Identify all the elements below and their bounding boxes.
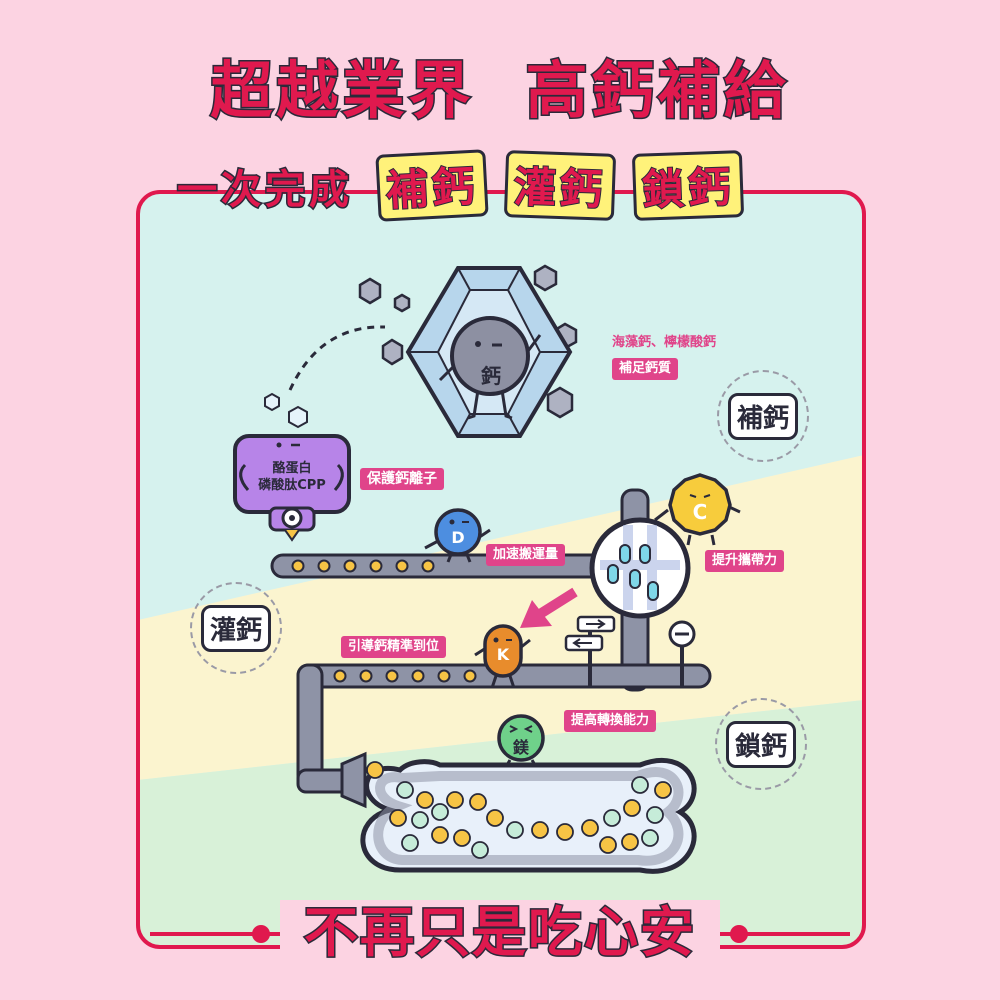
headline-line2: 一次完成 補鈣 灌鈣 鎖鈣 bbox=[0, 149, 960, 222]
tag-mg-convert: 提高轉換能力 bbox=[564, 710, 657, 732]
stage-infuse: 灌鈣 bbox=[190, 582, 282, 674]
cpp-label-line1: 酪蛋白 bbox=[272, 461, 312, 476]
cpp-label: 酪蛋白 磷酸肽CPP bbox=[240, 460, 344, 494]
footer-dot-left bbox=[252, 925, 270, 943]
cpp-label-line2: 磷酸肽CPP bbox=[258, 478, 326, 493]
headline-line1-b: 高鈣補給 bbox=[524, 53, 790, 129]
tag-cpp-protect: 保護鈣離子 bbox=[360, 468, 444, 490]
vitamin-d-label: D bbox=[451, 528, 465, 547]
tag-d-speed: 加速搬運量 bbox=[486, 544, 566, 566]
stage-supplement-label: 補鈣 bbox=[727, 392, 798, 440]
footer-dot-right bbox=[730, 925, 748, 943]
stage-lock: 鎖鈣 bbox=[715, 698, 807, 790]
tag-calcium-sources-sub: 補足鈣質 bbox=[612, 358, 679, 380]
footer-slogan: 不再只是吃心安 bbox=[280, 900, 720, 966]
headline-pill-supplement: 補鈣 bbox=[375, 149, 489, 222]
tag-k-guide: 引導鈣精準到位 bbox=[341, 636, 447, 658]
tag-calcium-sources: 海藻鈣、檸檬酸鈣 bbox=[612, 335, 717, 350]
vitamin-c-label: C bbox=[692, 500, 708, 524]
headline-pill-infuse: 灌鈣 bbox=[503, 150, 617, 221]
tag-c-carry: 提升攜帶力 bbox=[705, 550, 785, 572]
headline-line2-prefix: 一次完成 bbox=[176, 166, 354, 215]
calcium-character-label: 鈣 bbox=[481, 364, 501, 388]
stage-supplement: 補鈣 bbox=[717, 370, 809, 462]
stage-lock-label: 鎖鈣 bbox=[725, 720, 796, 768]
headline-line1: 超越業界 高鈣補給 bbox=[0, 40, 1000, 130]
vitamin-k-label: K bbox=[496, 645, 510, 664]
magnesium-label: 鎂 bbox=[512, 738, 529, 757]
headline-pill-lock: 鎖鈣 bbox=[631, 150, 745, 221]
stage-infuse-label: 灌鈣 bbox=[200, 604, 271, 652]
headline-line1-a: 超越業界 bbox=[209, 53, 475, 129]
